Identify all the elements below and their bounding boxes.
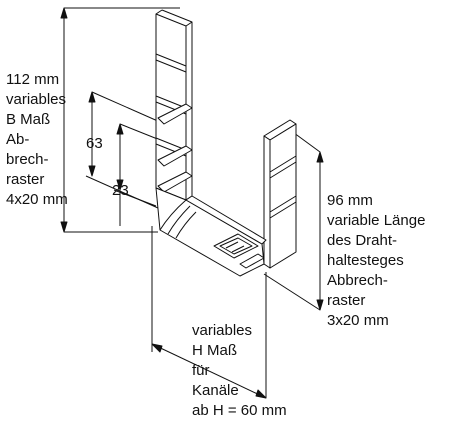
right-label-line-2: variable Länge xyxy=(327,212,426,229)
right-label-line-1: 96 mm xyxy=(327,192,373,209)
right-label-line-3: des Draht- xyxy=(327,232,398,249)
left-label-line-6: raster xyxy=(6,171,45,188)
bottom-label-line-1: variables xyxy=(192,322,253,339)
right-label-line-7: 3x20 mm xyxy=(327,312,389,329)
left-upright xyxy=(155,9,193,201)
bottom-label-line-5: ab H = 60 mm xyxy=(192,402,287,419)
bottom-label-line-4: Kanäle xyxy=(192,382,239,399)
bottom-label-block: variables H Maß für Kanäle ab H = 60 mm xyxy=(192,321,287,421)
left-label-line-3: B Maß xyxy=(6,111,51,128)
dimension-23-label: 23 xyxy=(112,182,129,199)
bottom-label-line-3: für xyxy=(192,362,210,379)
right-upright xyxy=(263,119,297,269)
dimension-h-width xyxy=(151,226,267,399)
dimension-112mm xyxy=(60,7,180,233)
left-label-line-7: 4x20 mm xyxy=(6,191,68,208)
left-label-line-5: brech- xyxy=(6,151,49,168)
left-label-line-1: 112 mm xyxy=(6,71,60,88)
left-label-line-2: variables xyxy=(6,91,67,108)
bottom-label-line-2: H Maß xyxy=(192,342,237,359)
right-label-line-5: Abbrech- xyxy=(327,272,388,289)
left-label-block: 112 mm variables B Maß Ab- brech- raster… xyxy=(6,70,68,210)
dimension-96mm xyxy=(263,129,324,311)
dimension-63-label: 63 xyxy=(86,135,103,152)
base-bracket xyxy=(155,187,267,277)
right-label-line-6: raster xyxy=(327,292,366,309)
right-label-line-4: haltesteges xyxy=(327,252,404,269)
left-label-line-4: Ab- xyxy=(6,131,30,148)
right-label-block: 96 mm variable Länge des Draht- halteste… xyxy=(327,191,425,331)
dimension-23 xyxy=(113,123,161,226)
